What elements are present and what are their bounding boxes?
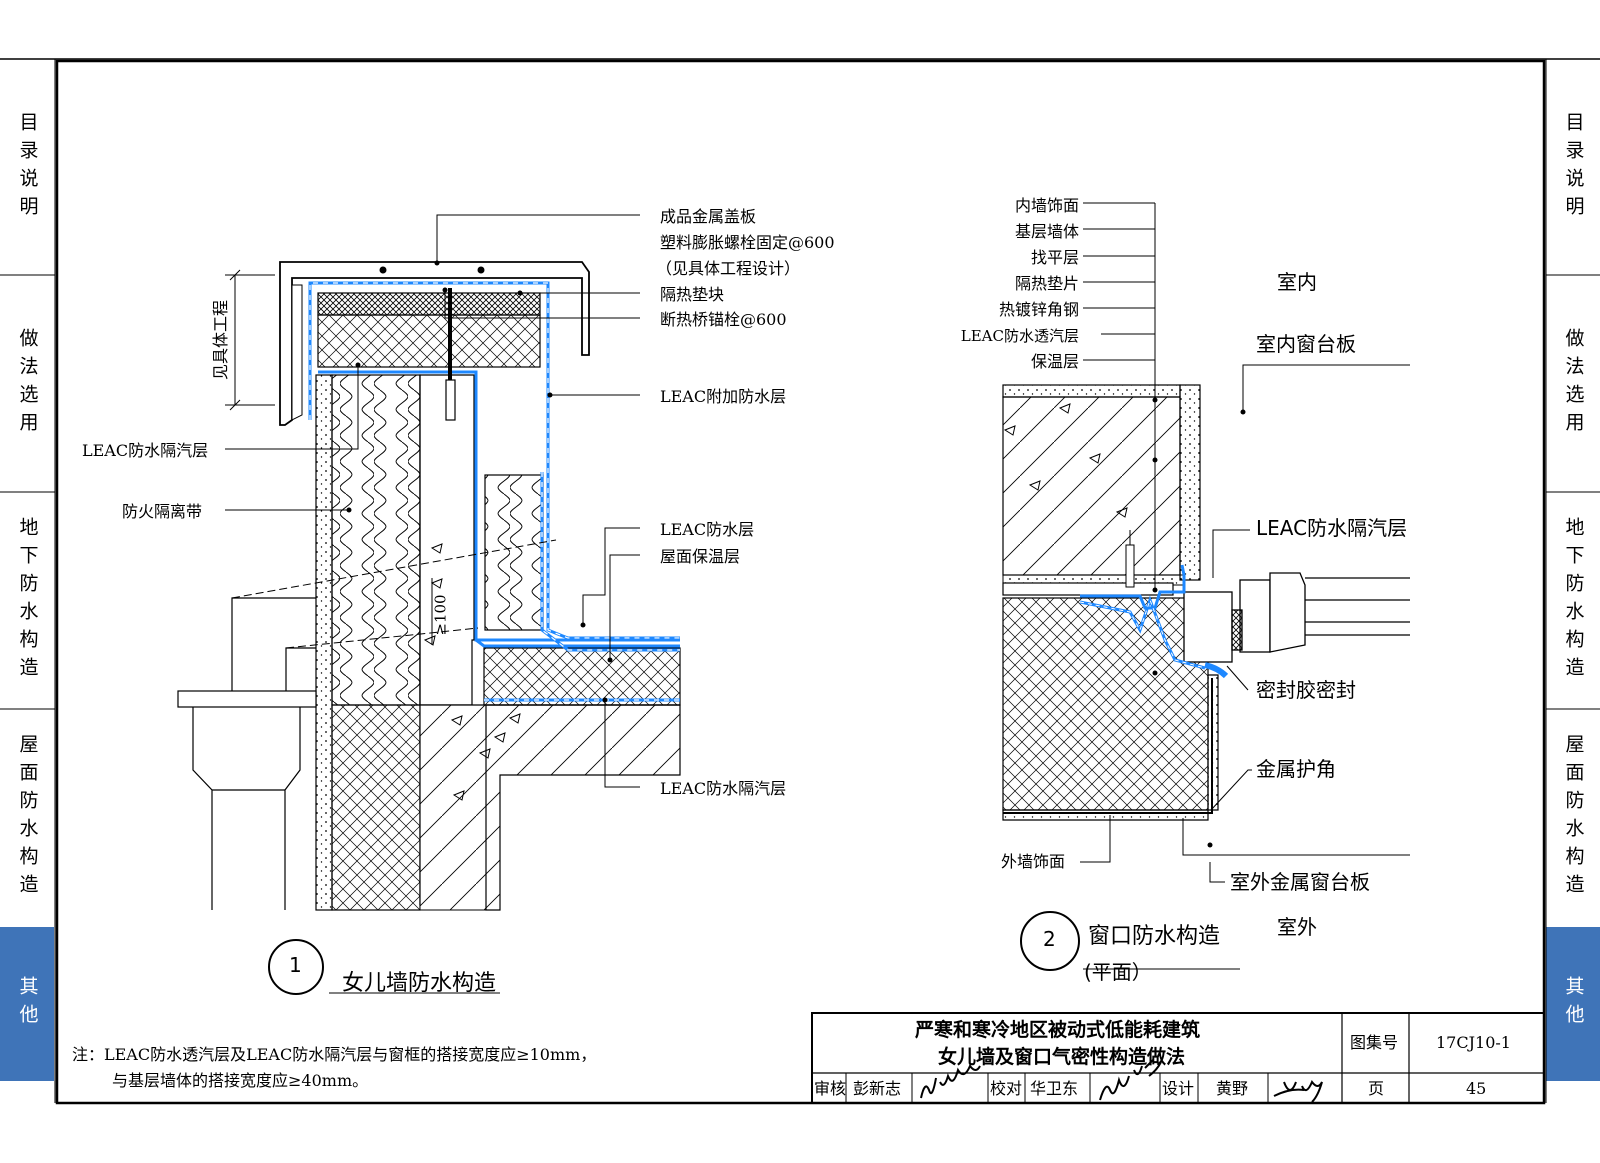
side-tab-method-right[interactable]: 做法选用 — [1546, 276, 1600, 492]
roof-slab — [485, 704, 681, 911]
label-insulation: 保温层 — [1030, 352, 1079, 371]
signatures — [920, 1059, 1323, 1103]
interior-sill — [1002, 582, 1174, 596]
atlas-number: 17CJ10-1 — [1436, 1033, 1511, 1052]
label-interior-finish: 内墙饰面 — [1014, 196, 1079, 215]
note-line-1: 注：LEAC防水透汽层及LEAC防水隔汽层与窗框的搭接宽度应≥10mm， — [72, 1045, 597, 1064]
side-tab-roof-left[interactable]: 屋面防水构造 — [0, 710, 54, 926]
label-waterproof: LEAC防水层 — [660, 520, 755, 539]
check-label: 校对 — [990, 1079, 1023, 1098]
roof-insulation — [483, 647, 681, 706]
detail1-title: 女儿墙防水构造 — [342, 971, 497, 996]
detail1-callout — [268, 939, 500, 995]
detail2-leaders — [1080, 202, 1410, 883]
atlas-label: 图集号 — [1350, 1033, 1399, 1052]
blue-membranes — [308, 281, 680, 702]
dim-overlap-text: ≥100 — [431, 594, 450, 636]
label-anchor: 断热桥锚栓@600 — [660, 310, 787, 329]
aggregate-marks — [423, 543, 521, 801]
label-vapor-bottom: LEAC防水隔汽层 — [660, 779, 787, 798]
design-name: 黄野 — [1216, 1079, 1249, 1098]
label-exterior-sill: 室外金属窗台板 — [1230, 870, 1370, 894]
exterior-finish — [1002, 674, 1219, 821]
note-line-2: 与基层墙体的搭接宽度应≥40mm。 — [112, 1071, 369, 1090]
label-interior-sill: 室内窗台板 — [1256, 332, 1356, 356]
detail2-left-labels: 内墙饰面 基层墙体 找平层 隔热垫片 热镀锌角钢 LEAC防水透汽层 保温层 — [935, 193, 1079, 375]
check-name: 华卫东 — [1030, 1079, 1079, 1098]
title-line-2: 女儿墙及窗口气密性构造做法 — [938, 1046, 1186, 1068]
side-tab-contents-right[interactable]: 目录说明 — [1546, 60, 1600, 275]
label-base-wall: 基层墙体 — [1014, 222, 1079, 241]
parapet-concrete — [419, 374, 475, 706]
detail2-subtitle: (平面） — [1084, 960, 1152, 984]
review-label: 审核 — [814, 1079, 847, 1098]
metal-corner — [1003, 678, 1213, 814]
label-vapor-barrier: LEAC防水隔汽层 — [1256, 516, 1408, 540]
sealant-bead — [1204, 662, 1229, 679]
detail2-title: 窗口防水构造 — [1088, 924, 1221, 949]
dim-see-project-text: 见具体工程 — [211, 300, 230, 381]
detail1-number: 1 — [289, 953, 302, 977]
insulating-pad — [317, 292, 541, 316]
window-aggregate — [1003, 403, 1128, 518]
label-outdoor: 室外 — [1277, 915, 1317, 939]
dim-see-project — [225, 269, 275, 411]
page-label: 页 — [1368, 1079, 1385, 1098]
window-detail-drawing — [1002, 202, 1410, 883]
detail2-number: 2 — [1043, 927, 1056, 951]
label-extra-waterproof: LEAC附加防水层 — [660, 387, 787, 406]
detail2-callout — [1020, 911, 1240, 971]
label-bolt-note: （见具体工程设计） — [656, 259, 801, 278]
rain-gutter — [177, 597, 317, 910]
label-indoor: 室内 — [1277, 270, 1317, 294]
label-sealant: 密封胶密封 — [1256, 678, 1356, 702]
window-frame — [1183, 572, 1410, 663]
parapet-plaster — [315, 374, 333, 911]
window-membranes — [1079, 564, 1206, 670]
parapet-detail-drawing — [177, 214, 681, 911]
parapet-inner-insulation — [484, 474, 544, 631]
design-label: 设计 — [1162, 1079, 1195, 1098]
side-tab-method-left[interactable]: 做法选用 — [0, 276, 54, 492]
base-wall — [1002, 396, 1181, 576]
detail1-leaders — [225, 214, 640, 788]
label-roof-insulation: 屋面保温层 — [660, 547, 741, 566]
wall-insulation — [1002, 597, 1209, 811]
label-metal-corner: 金属护角 — [1256, 757, 1336, 781]
title-line-1: 严寒和寒冷地区被动式低能耗建筑 — [915, 1019, 1201, 1041]
anchor-bolt — [445, 288, 456, 421]
parapet-top-insulation — [317, 314, 541, 368]
label-leveling: 找平层 — [1030, 248, 1079, 267]
side-tab-underground-right[interactable]: 地下防水构造 — [1546, 493, 1600, 709]
label-thermal-pad: 隔热垫片 — [1014, 274, 1079, 293]
side-tab-other-left[interactable]: 其他 — [0, 927, 54, 1081]
side-tab-contents-left[interactable]: 目录说明 — [0, 60, 54, 275]
label-exterior-finish: 外墙饰面 — [1001, 852, 1066, 871]
interior-finish — [1002, 384, 1181, 398]
label-insulating-pad: 隔热垫块 — [660, 285, 725, 304]
label-vapor-left: LEAC防水隔汽层 — [82, 441, 209, 460]
side-tab-other-right[interactable]: 其他 — [1546, 927, 1600, 1081]
review-name: 彭新志 — [853, 1079, 902, 1098]
label-angle-steel: 热镀锌角钢 — [998, 300, 1079, 319]
side-tab-underground-left[interactable]: 地下防水构造 — [0, 493, 54, 709]
label-breathable-membrane: LEAC防水透汽层 — [960, 327, 1079, 345]
page-frame — [0, 58, 1600, 1105]
label-metal-cap: 成品金属盖板 — [660, 207, 757, 226]
parapet-outer-insulation — [331, 374, 421, 706]
label-firebreak: 防火隔离带 — [122, 502, 203, 521]
page-number: 45 — [1466, 1079, 1487, 1098]
side-tab-roof-right[interactable]: 屋面防水构造 — [1546, 710, 1600, 926]
label-bolt: 塑料膨胀螺栓固定@600 — [660, 233, 835, 252]
title-block-frame — [811, 1012, 1545, 1104]
